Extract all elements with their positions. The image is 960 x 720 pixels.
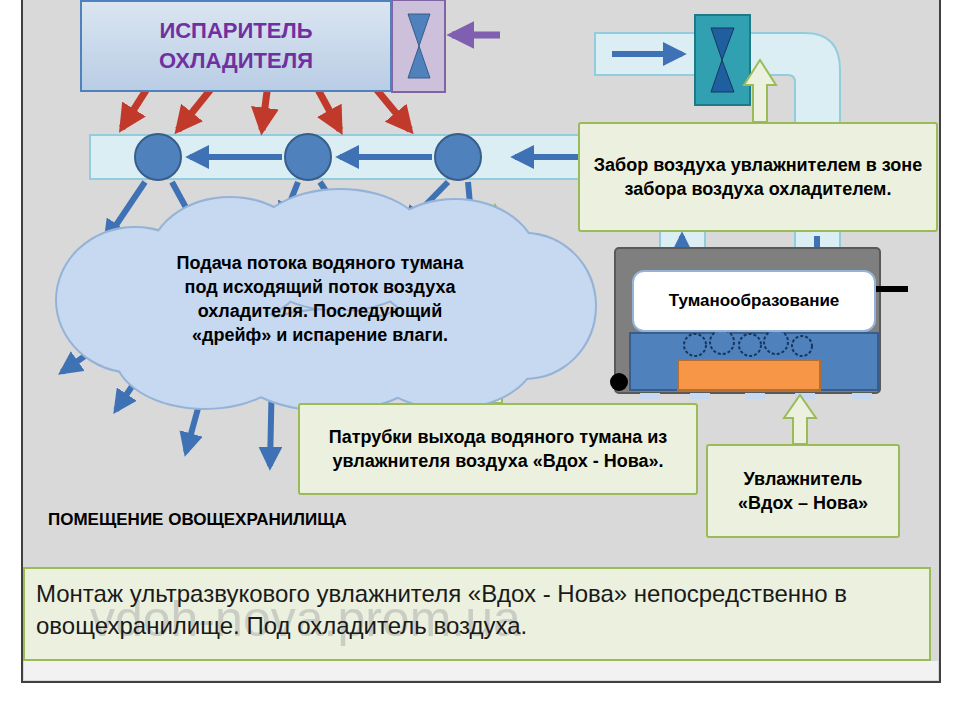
flow-arrow <box>515 154 582 160</box>
air-arrow <box>452 32 500 39</box>
nozzle <box>435 134 481 180</box>
fan-symbol <box>711 28 734 92</box>
housing-feet <box>640 393 872 399</box>
terminal-dot <box>610 373 628 391</box>
node-text: Забор воздуха увлажнителем в зоне забора… <box>590 153 926 201</box>
flow-arrow <box>612 51 682 57</box>
mist-cloud: Подача потока водяного тумана под исходя… <box>40 188 600 410</box>
callout-box: Забор воздуха увлажнителем в зоне забора… <box>578 122 938 232</box>
bottom-strip <box>24 661 938 680</box>
ultrasonic-emitter <box>678 360 820 390</box>
node-text: ИСПАРИТЕЛЬ ОХЛАДИТЕЛЯ <box>141 16 331 76</box>
flow-arrow <box>190 154 282 160</box>
nozzle <box>135 134 181 180</box>
intake-fan <box>695 15 750 105</box>
intake-pipe <box>595 33 695 75</box>
caption: Монтаж ультразвукового увлажнителя «Вдох… <box>36 578 916 642</box>
mist-pipe <box>90 135 590 179</box>
node-text: Увлажнитель «Вдох – Нова» <box>718 467 888 515</box>
water-tank <box>630 333 878 390</box>
nozzle <box>285 134 331 180</box>
room-label: ПОМЕЩЕНИЕ ОВОЩЕХРАНИЛИЩА <box>48 510 347 530</box>
callout-box: Увлажнитель «Вдох – Нова» <box>706 444 900 538</box>
fan-symbol <box>408 14 430 78</box>
evaporator-fan <box>392 0 445 92</box>
cloud-shape <box>40 188 600 410</box>
fog-blobs <box>684 330 812 356</box>
evaporator-box: ИСПАРИТЕЛЬ ОХЛАДИТЕЛЯ <box>80 0 392 92</box>
node-text: Туманообразование <box>669 291 840 311</box>
caption-band <box>24 568 930 660</box>
node-text: Патрубки выхода водяного тумана из увлаж… <box>310 425 686 473</box>
node-text: Подача потока водяного тумана под исходя… <box>160 251 480 347</box>
room-ground <box>22 0 940 682</box>
callout-box: Патрубки выхода водяного тумана из увлаж… <box>298 403 698 495</box>
fog-chamber: Туманообразование <box>632 270 876 332</box>
flow-arrow <box>340 154 432 160</box>
humidifier-housing <box>615 248 880 393</box>
